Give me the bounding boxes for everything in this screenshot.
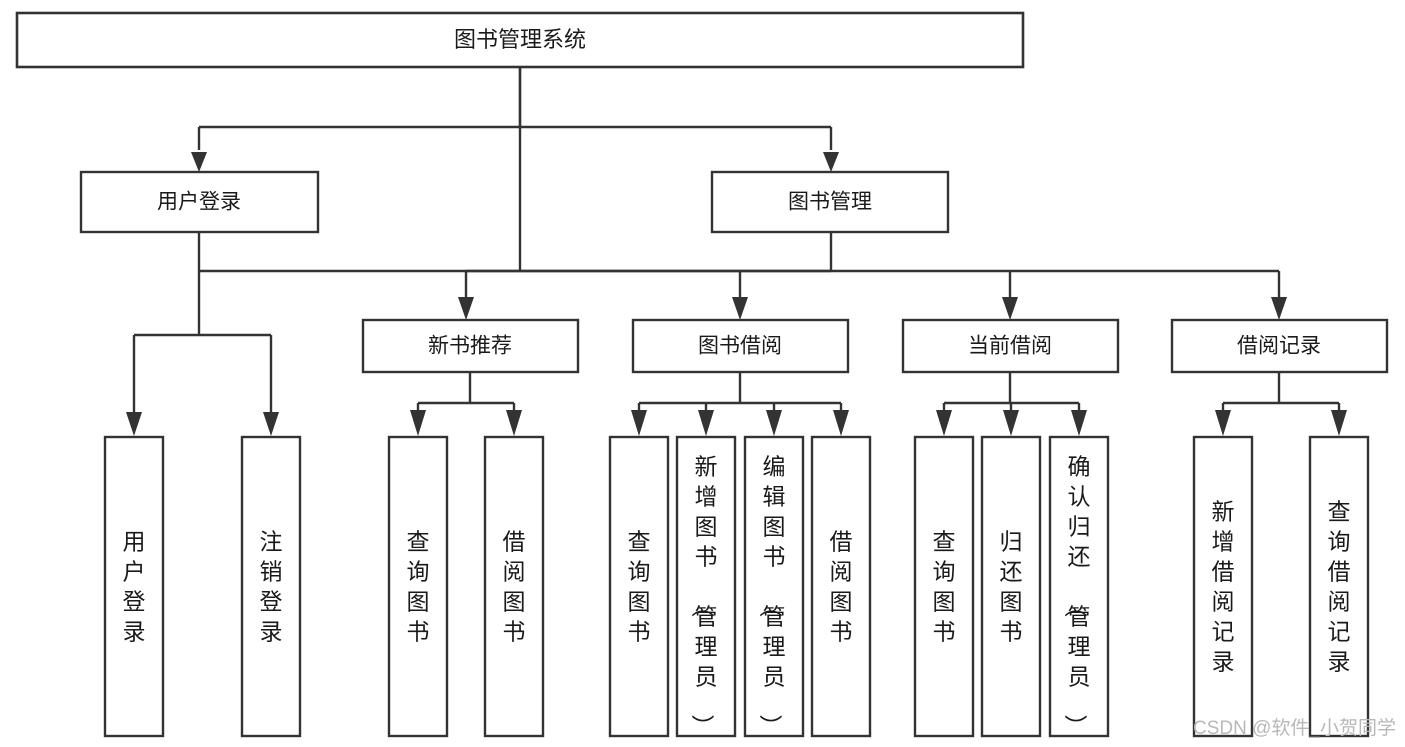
arrow-leaf-borrow-3 — [766, 410, 782, 436]
node-current-borrow-box[interactable] — [901, 318, 1120, 374]
arrow-to-user-login — [191, 152, 207, 172]
leaf-add-borrow-record-box[interactable] — [1192, 435, 1254, 738]
node-book-borrow-box[interactable] — [631, 318, 850, 374]
node-book-management[interactable]: 图书管理 — [710, 170, 950, 234]
leaf-add-book-admin-label: 新增图书（管理员） — [690, 453, 718, 737]
leaf-recommend-borrow-book[interactable]: 借阅图书 — [483, 435, 545, 738]
node-root[interactable]: 图书管理系统 — [15, 11, 1025, 69]
leaf-user-login-box[interactable] — [103, 435, 165, 738]
node-new-book-recommend-box[interactable] — [361, 318, 580, 374]
leaf-recommend-borrow-book-label: 借阅图书 — [503, 528, 526, 644]
node-current-borrow-label: 当前借阅 — [968, 335, 1052, 358]
arrow-leaf-recommend-1 — [410, 410, 426, 436]
leaf-confirm-return-admin-box[interactable] — [1048, 435, 1110, 738]
leaf-borrow-query-book-label: 查询图书 — [628, 528, 651, 644]
leaf-add-book-admin-box[interactable] — [675, 435, 737, 738]
leaf-logout-label: 注销登录 — [260, 528, 283, 644]
node-borrow-record[interactable]: 借阅记录 — [1170, 318, 1389, 374]
leaf-borrow-book[interactable]: 借阅图书 — [810, 435, 872, 738]
arrow-leaf-current-3 — [1071, 410, 1087, 436]
arrow-leaf-borrow-4 — [833, 410, 849, 436]
leaf-query-borrow-record[interactable]: 查询借阅记录 — [1308, 435, 1370, 738]
arrow-leaf-record-1 — [1215, 410, 1231, 436]
arrow-to-borrow-record — [1271, 297, 1287, 320]
arrow-to-book-manage — [823, 152, 839, 172]
leaf-user-login-label: 用户登录 — [123, 528, 146, 644]
leaf-user-login[interactable]: 用户登录 — [103, 435, 165, 738]
node-book-borrow[interactable]: 图书借阅 — [631, 318, 850, 374]
leaf-edit-book-admin-box[interactable] — [743, 435, 805, 738]
node-book-management-box[interactable] — [710, 170, 950, 234]
arrow-leaf-current-2 — [1003, 410, 1019, 436]
arrow-leaf-recommend-2 — [506, 410, 522, 436]
leaf-confirm-return-admin[interactable]: 确认归还（管理员） — [1048, 435, 1110, 738]
node-current-borrow[interactable]: 当前借阅 — [901, 318, 1120, 374]
leaf-recommend-query-book-label: 查询图书 — [407, 528, 430, 644]
arrow-leaf-user-login — [126, 412, 142, 436]
leaf-add-book-admin[interactable]: 新增图书（管理员） — [675, 435, 737, 738]
leaf-current-query-book-box[interactable] — [913, 435, 975, 738]
node-layer: 图书管理系统 用户登录 图书管理 新书推荐 图书借阅 当前 — [15, 11, 1389, 738]
leaf-recommend-borrow-book-box[interactable] — [483, 435, 545, 738]
node-borrow-record-box[interactable] — [1170, 318, 1389, 374]
arrow-to-new-book-recommend — [458, 297, 474, 320]
leaf-logout[interactable]: 注销登录 — [240, 435, 302, 738]
arrow-leaf-record-2 — [1331, 410, 1347, 436]
node-borrow-record-label: 借阅记录 — [1237, 335, 1321, 358]
csdn-watermark: CSDN @软件_小贺同学 — [1193, 717, 1396, 739]
leaf-confirm-return-admin-label: 确认归还（管理员） — [1063, 453, 1091, 737]
node-user-login-label: 用户登录 — [157, 191, 241, 214]
arrow-leaf-logout — [263, 412, 279, 436]
node-book-borrow-label: 图书借阅 — [698, 335, 782, 358]
leaf-return-book-box[interactable] — [980, 435, 1042, 738]
connector-layer — [126, 67, 1347, 436]
leaf-add-borrow-record[interactable]: 新增借阅记录 — [1192, 435, 1254, 738]
leaf-query-borrow-record-label: 查询借阅记录 — [1328, 498, 1351, 674]
arrow-leaf-borrow-1 — [631, 410, 647, 436]
leaf-logout-box[interactable] — [240, 435, 302, 738]
arrow-leaf-borrow-2 — [698, 410, 714, 436]
arrow-to-book-borrow — [732, 297, 748, 320]
leaf-borrow-query-book[interactable]: 查询图书 — [608, 435, 670, 738]
leaf-return-book[interactable]: 归还图书 — [980, 435, 1042, 738]
leaf-borrow-query-book-box[interactable] — [608, 435, 670, 738]
node-user-login-box[interactable] — [79, 170, 320, 234]
leaf-current-query-book-label: 查询图书 — [933, 528, 956, 644]
leaf-borrow-book-label: 借阅图书 — [830, 528, 853, 644]
leaf-query-borrow-record-box[interactable] — [1308, 435, 1370, 738]
leaf-edit-book-admin-label: 编辑图书（管理员） — [758, 453, 786, 737]
arrow-leaf-current-1 — [936, 410, 952, 436]
leaf-current-query-book[interactable]: 查询图书 — [913, 435, 975, 738]
node-book-management-label: 图书管理 — [788, 191, 872, 214]
leaf-return-book-label: 归还图书 — [1000, 528, 1023, 644]
leaf-edit-book-admin[interactable]: 编辑图书（管理员） — [743, 435, 805, 738]
leaf-add-borrow-record-label: 新增借阅记录 — [1212, 498, 1235, 674]
leaf-recommend-query-book-box[interactable] — [387, 435, 449, 738]
node-root-box[interactable] — [15, 11, 1025, 69]
arrow-to-current-borrow — [1002, 297, 1018, 320]
leaf-recommend-query-book[interactable]: 查询图书 — [387, 435, 449, 738]
node-new-book-recommend[interactable]: 新书推荐 — [361, 318, 580, 374]
leaf-borrow-book-box[interactable] — [810, 435, 872, 738]
node-user-login[interactable]: 用户登录 — [79, 170, 320, 234]
node-root-label: 图书管理系统 — [454, 27, 586, 52]
node-new-book-recommend-label: 新书推荐 — [428, 335, 512, 358]
